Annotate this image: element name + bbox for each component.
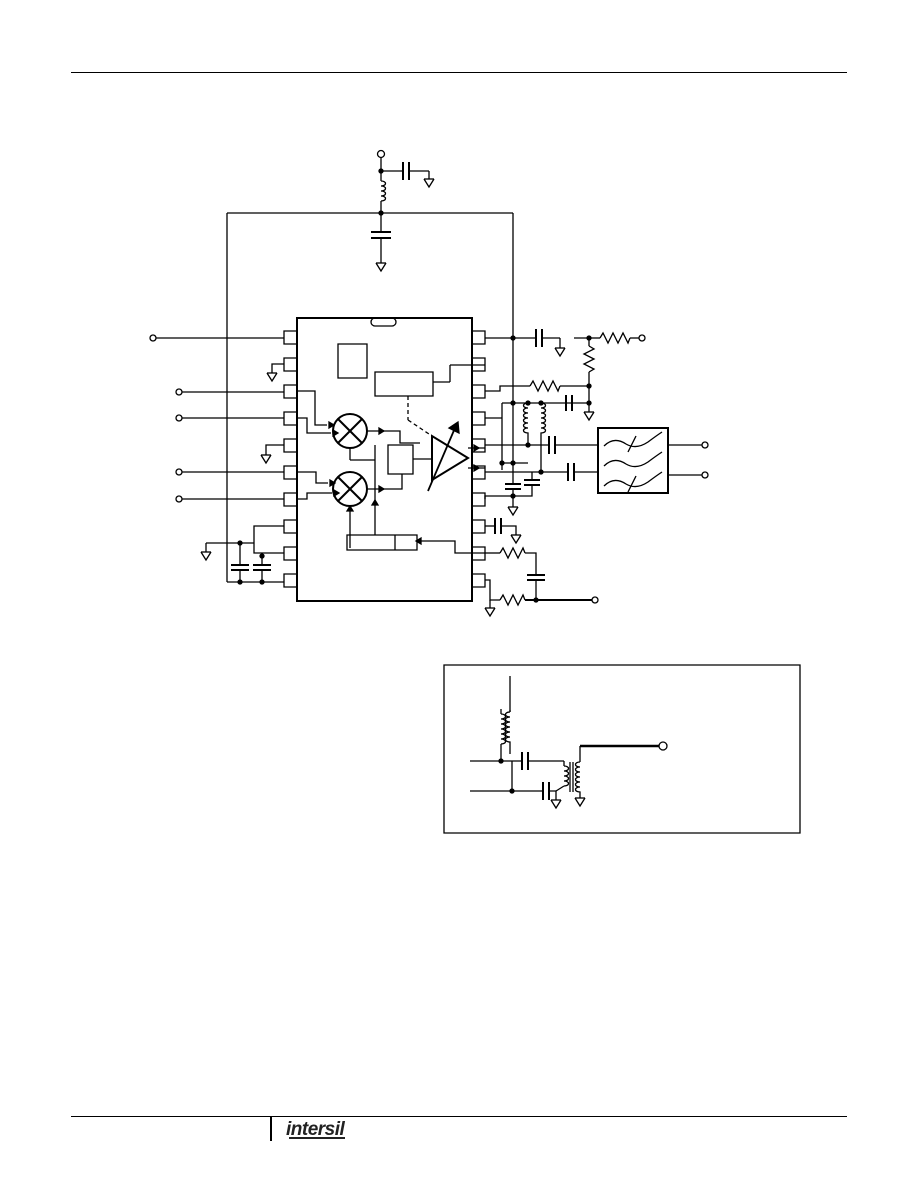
- ic-left-pin: [284, 331, 297, 344]
- footer-rule: [71, 1116, 847, 1117]
- ic-right-pin: [472, 412, 485, 425]
- ic-right-pin: [472, 520, 485, 533]
- supply-network: [227, 151, 513, 583]
- ic-left-pin: [284, 412, 297, 425]
- ic-left-pin: [284, 466, 297, 479]
- right-wiring: [484, 329, 708, 617]
- ic-right-pin: [472, 385, 485, 398]
- ic-internals: [297, 344, 485, 553]
- ic-left-pin: [284, 385, 297, 398]
- ic-package: [284, 318, 485, 601]
- ic-right-pin: [472, 574, 485, 587]
- left-wiring: [150, 335, 284, 584]
- ic-left-pin: [284, 493, 297, 506]
- header-rule: [71, 72, 847, 73]
- logo-underline: [289, 1137, 345, 1139]
- ic-left-pin: [284, 547, 297, 560]
- ic-right-pin: [472, 493, 485, 506]
- ic-left-pin: [284, 574, 297, 587]
- footer-separator: [270, 1117, 272, 1141]
- ic-left-pin: [284, 439, 297, 452]
- ic-left-pin: [284, 358, 297, 371]
- ic-right-pin: [472, 331, 485, 344]
- inset-output-network: [444, 665, 800, 833]
- ic-left-pin: [284, 520, 297, 533]
- intersil-logo: intersil: [286, 1119, 345, 1140]
